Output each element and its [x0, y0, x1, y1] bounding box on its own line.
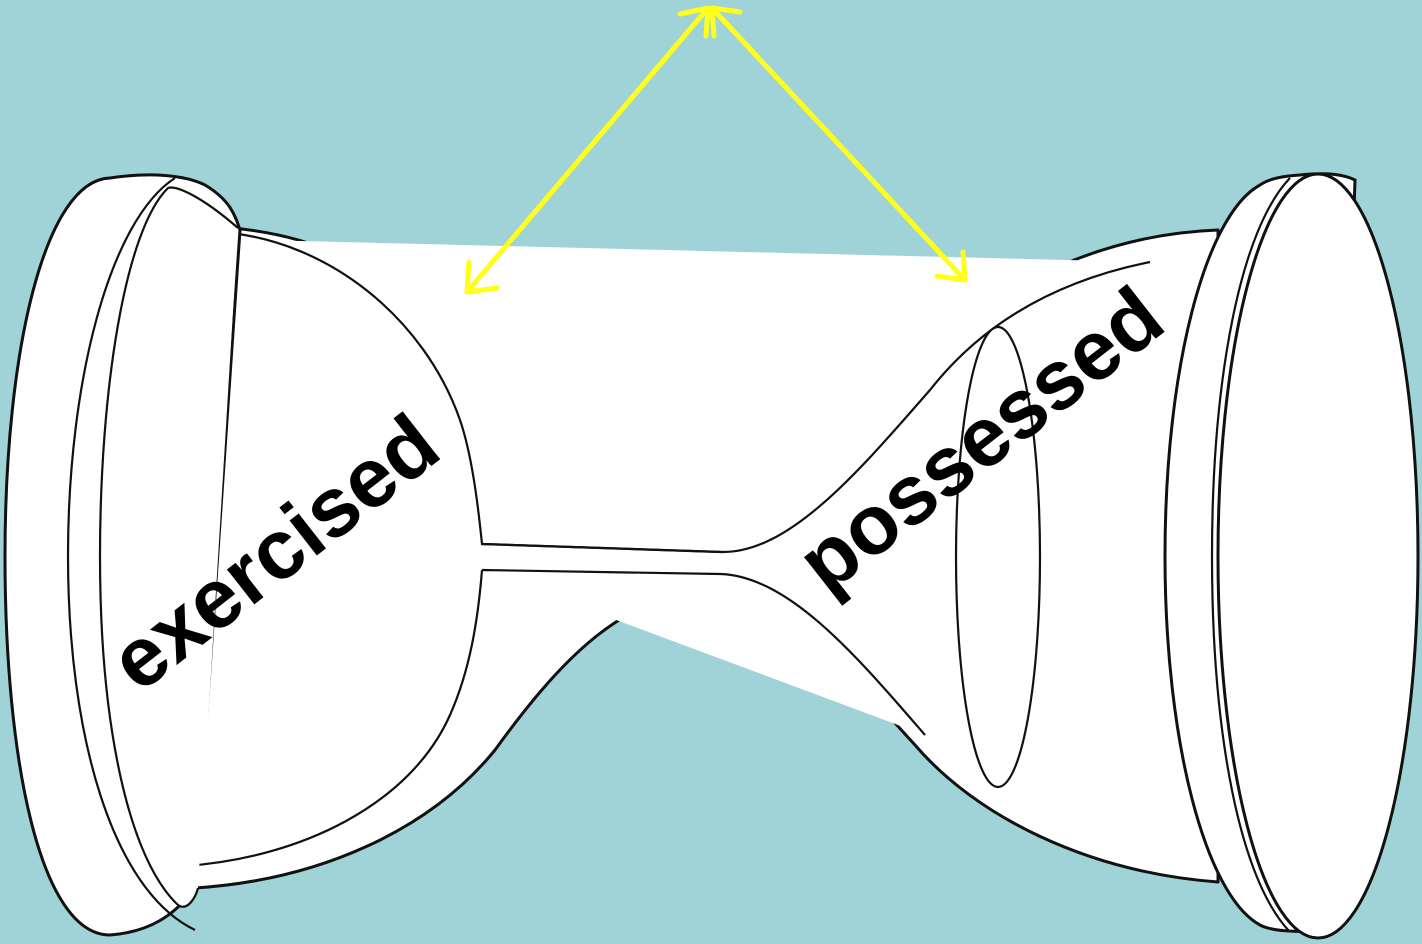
right-base-face [1218, 174, 1418, 938]
right-base [1165, 174, 1418, 938]
arrow-right-shaft [712, 8, 965, 280]
